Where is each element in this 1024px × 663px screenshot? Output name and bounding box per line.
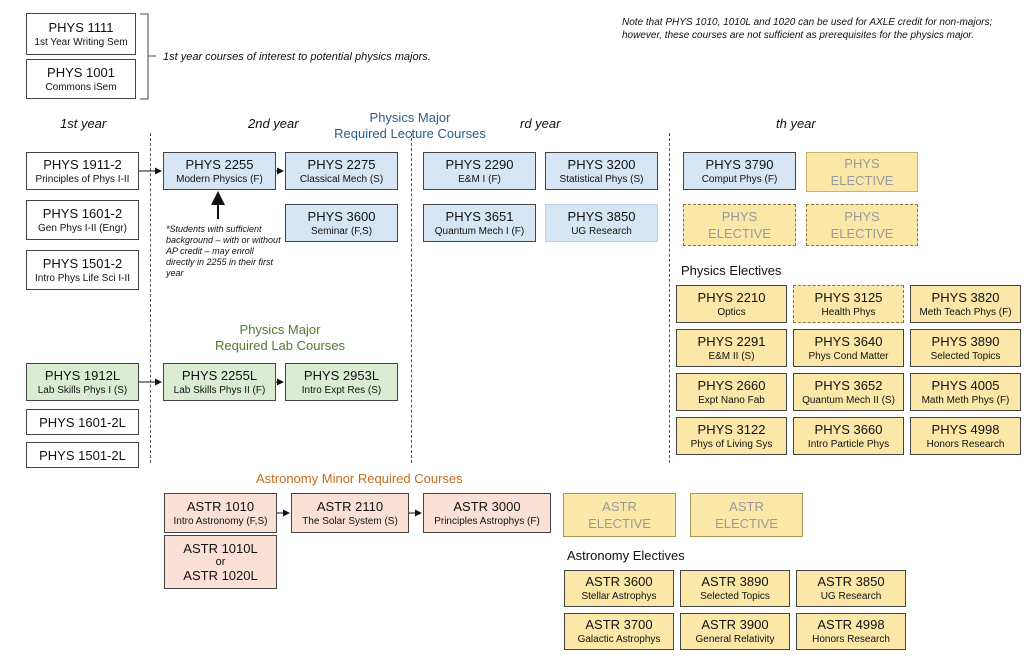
course-name: Quantum Mech II (S) (802, 394, 895, 406)
course-code: PHYS 3820 (931, 289, 1000, 305)
course-code: ASTR 3890 (701, 574, 769, 589)
course-name: Optics (717, 306, 746, 318)
course-code: PHYS 3652 (814, 377, 883, 393)
course-phys1911: PHYS 1911-2 Principles of Phys I-II (26, 152, 139, 190)
course-phys1501l: PHYS 1501-2L (26, 442, 139, 468)
first-year-bracket (140, 13, 156, 100)
course-phys2255l: PHYS 2255L Lab Skills Phys II (F) (163, 363, 276, 401)
course-name: Health Phys (821, 306, 876, 318)
course-astr1010: ASTR 1010 Intro Astronomy (F,S) (164, 493, 277, 533)
course-code: PHYS 2291 (697, 333, 766, 349)
course-code: PHYS 3122 (697, 421, 766, 437)
course-phys3600: PHYS 3600 Seminar (F,S) (285, 204, 398, 242)
course-astr2110: ASTR 2110 The Solar System (S) (291, 493, 409, 533)
course-name: Math Meth Phys (F) (921, 394, 1010, 406)
course-phys1501: PHYS 1501-2 Intro Phys Life Sci I-II (26, 250, 139, 290)
physics-electives-title: Physics Electives (681, 263, 782, 278)
course-phys1601: PHYS 1601-2 Gen Phys I-II (Engr) (26, 200, 139, 240)
students-note: *Students with sufficient background – w… (166, 224, 281, 278)
course-name: Honors Research (926, 438, 1005, 450)
course-code: PHYS 3640 (814, 333, 883, 349)
course-code: ASTR 3700 (585, 617, 653, 632)
course-phys2290: PHYS 2290 E&M I (F) (423, 152, 536, 190)
astr-elective-slot-2: ASTR ELECTIVE (690, 493, 803, 537)
column-divider-1 (150, 133, 151, 463)
course-phys1001: PHYS 1001 Commons iSem (26, 59, 136, 99)
course-name: Selected Topics (700, 591, 770, 602)
course-phys2953l: PHYS 2953L Intro Expt Res (S) (285, 363, 398, 401)
course-code: ASTR 4998 (817, 617, 885, 632)
course-name: General Relativity (695, 634, 775, 645)
first-year-interest-note: 1st year courses of interest to potentia… (163, 51, 431, 63)
course-code: ASTR 3600 (585, 574, 653, 589)
course-phys1111: PHYS 1111 1st Year Writing Sem (26, 13, 136, 55)
course-code: PHYS 2210 (697, 289, 766, 305)
astronomy-section-title: Astronomy Minor Required Courses (256, 471, 463, 486)
course-astr3000: ASTR 3000 Principles Astrophys (F) (423, 493, 551, 533)
course-astr1010l: ASTR 1010L or ASTR 1020L (164, 535, 277, 589)
course-name: E&M II (S) (708, 350, 755, 362)
phys-elective-slot-3: PHYS ELECTIVE (806, 204, 918, 246)
course-name: Intro Particle Phys (807, 438, 890, 450)
astronomy-electives-title: Astronomy Electives (567, 548, 685, 563)
course-code: ASTR 3900 (701, 617, 769, 632)
course-phys1601l: PHYS 1601-2L (26, 409, 139, 435)
column-divider-3 (669, 133, 670, 463)
phys-elective-slot-1: PHYS ELECTIVE (806, 152, 918, 192)
course-name: Honors Research (812, 634, 890, 645)
course-phys3200: PHYS 3200 Statistical Phys (S) (545, 152, 658, 190)
year-4-label: th year (776, 116, 816, 131)
course-phys3850: PHYS 3850 UG Research (545, 204, 658, 242)
course-phys3790: PHYS 3790 Comput Phys (F) (683, 152, 796, 190)
course-name: UG Research (820, 591, 882, 602)
course-name: Galactic Astrophys (577, 634, 661, 645)
column-divider-2 (411, 133, 412, 463)
course-name: Phys of Living Sys (690, 438, 773, 450)
course-phys2255: PHYS 2255 Modern Physics (F) (163, 152, 276, 190)
course-name: Selected Topics (930, 350, 1001, 362)
course-code: PHYS 3890 (931, 333, 1000, 349)
year-3-label: rd year (520, 116, 561, 131)
course-name: Phys Cond Matter (808, 350, 889, 362)
astr-elective-astr3850: ASTR 3850 UG Research (796, 570, 906, 607)
astr-elective-slot-1: ASTR ELECTIVE (563, 493, 676, 537)
course-name: Expt Nano Fab (698, 394, 765, 406)
course-code: PHYS 2660 (697, 377, 766, 393)
course-name: Stellar Astrophys (581, 591, 657, 602)
year-2-label: 2nd year (248, 116, 299, 131)
course-code: PHYS 3660 (814, 421, 883, 437)
lecture-section-title: Physics Major Required Lecture Courses (334, 110, 486, 141)
course-code: PHYS 3125 (814, 289, 883, 305)
axle-note: Note that PHYS 1010, 1010L and 1020 can … (622, 17, 993, 41)
course-phys3651: PHYS 3651 Quantum Mech I (F) (423, 204, 536, 242)
course-code: ASTR 3850 (817, 574, 885, 589)
lab-section-title: Physics Major Required Lab Courses (214, 322, 346, 353)
course-phys1912l: PHYS 1912L Lab Skills Phys I (S) (26, 363, 139, 401)
course-code: PHYS 4005 (931, 377, 1000, 393)
course-name: Meth Teach Phys (F) (919, 306, 1012, 318)
course-code: PHYS 4998 (931, 421, 1000, 437)
year-1-label: 1st year (60, 116, 107, 131)
course-phys2275: PHYS 2275 Classical Mech (S) (285, 152, 398, 190)
phys-elective-slot-2: PHYS ELECTIVE (683, 204, 796, 246)
